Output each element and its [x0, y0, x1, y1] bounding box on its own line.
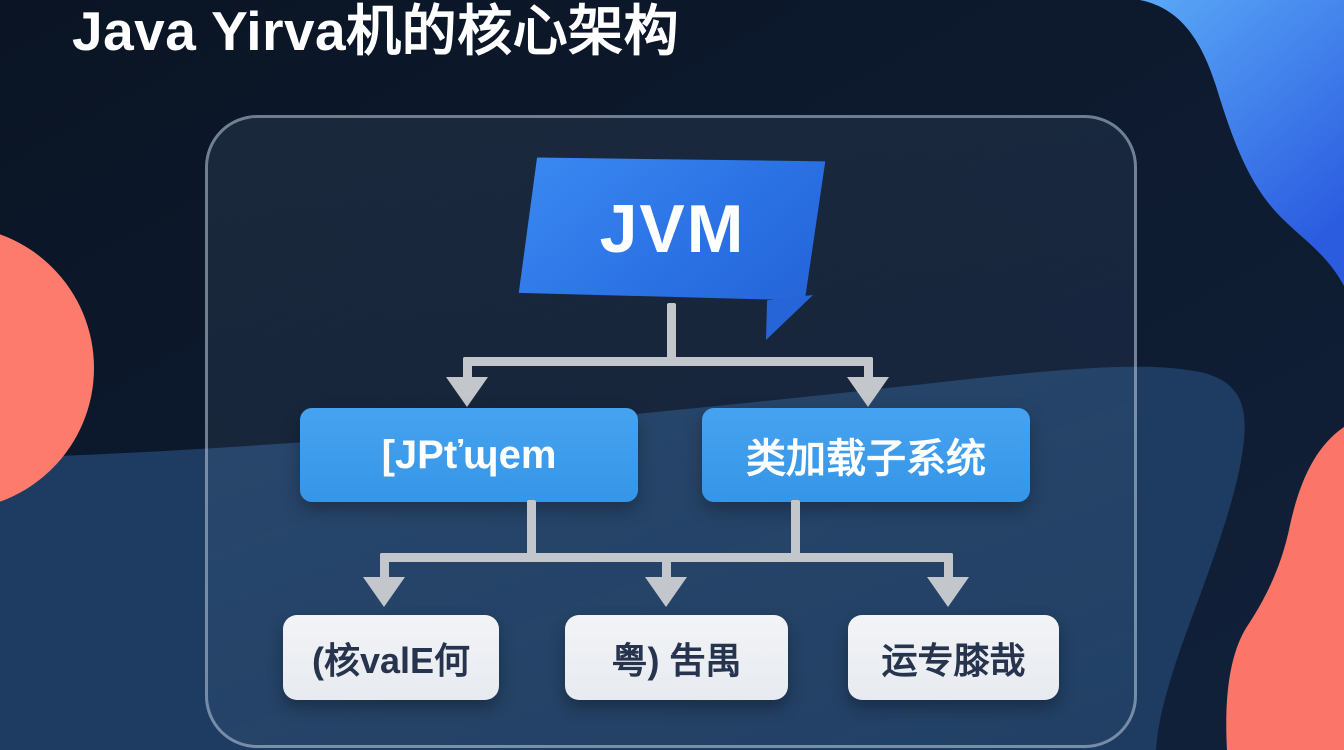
leaf-node-3: 运专膝哉 [848, 615, 1059, 700]
page-title: Java Yirva机的核心架构 [72, 0, 680, 62]
leaf-node-2: 粤) 吿禺 [565, 615, 788, 700]
salmon-blob-bottom-right [1226, 427, 1344, 750]
arrow-down-to-right-child [847, 377, 889, 407]
connector-right-child-stem [791, 500, 800, 562]
child-node-left-label: [JPťɰem [381, 432, 557, 477]
connector-bottom-stub-2 [662, 553, 671, 579]
arrow-down-to-leaf-3 [927, 577, 969, 607]
connector-top-bus [463, 357, 873, 366]
root-node-bubble-tail [765, 295, 813, 340]
leaf-node-2-label: 粤) 吿禺 [611, 639, 742, 681]
leaf-node-3-label: 运专膝哉 [881, 639, 1026, 681]
arrow-down-to-leaf-1 [363, 577, 405, 607]
child-node-classloader: 类加载子系统 [702, 408, 1030, 502]
leaf-node-1-label: (核valE何 [311, 639, 471, 681]
child-node-classloader-label: 类加载子系统 [746, 437, 986, 481]
arrow-down-to-left-child [446, 377, 488, 407]
arrow-down-to-leaf-2 [645, 577, 687, 607]
connector-left-child-stem [527, 500, 536, 562]
connector-bottom-stub-1 [380, 553, 389, 579]
connector-top-left-stub [463, 357, 472, 379]
root-node-label: JVM [599, 191, 746, 267]
connector-top-right-stub [864, 357, 873, 379]
child-node-left: [JPťɰem [300, 408, 638, 502]
leaf-node-1: (核valE何 [283, 615, 499, 700]
blue-blob-top-right [1140, 0, 1344, 286]
root-node-jvm: JVM [518, 157, 826, 301]
connector-bottom-stub-3 [944, 553, 953, 579]
salmon-circle-left [0, 234, 94, 502]
connector-root-stem [667, 303, 676, 363]
